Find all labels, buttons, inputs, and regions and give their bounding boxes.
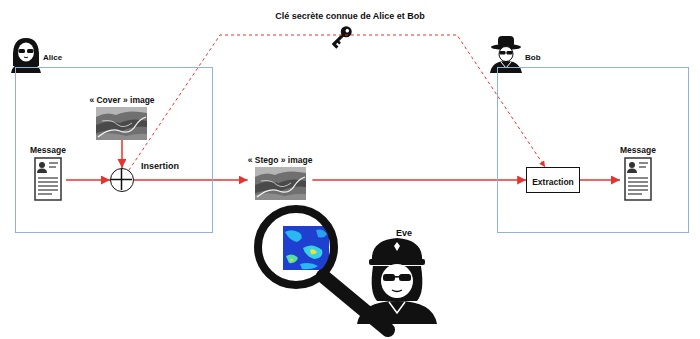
photo-detail — [102, 121, 132, 127]
sunglasses — [27, 49, 34, 53]
secret-key-icon — [329, 24, 354, 49]
process-label: Extraction — [532, 177, 574, 187]
face — [18, 43, 34, 62]
eve-label: Eve — [396, 228, 412, 238]
landscape-photo — [96, 107, 147, 140]
face — [499, 47, 513, 62]
key-caption: Clé secrète connue de Alice et Bob — [275, 11, 425, 21]
photo-detail — [255, 167, 306, 177]
magnifier-handle — [323, 276, 388, 330]
document-line — [38, 181, 58, 182]
document-line — [628, 185, 648, 186]
document-line — [38, 189, 58, 190]
document-line — [38, 177, 58, 178]
heatmap — [283, 226, 329, 270]
message-document: Message — [620, 145, 656, 201]
heatmap-patch — [316, 230, 327, 238]
cap-badge — [394, 242, 400, 251]
secret-key-link — [129, 35, 545, 170]
document-line — [628, 193, 642, 194]
heatmap-patch — [303, 245, 322, 259]
cover-image: « Cover » image — [89, 95, 154, 140]
key-hole — [345, 28, 350, 33]
key-bow — [338, 24, 354, 40]
document-line — [49, 162, 58, 163]
heatmap-patch — [310, 249, 317, 254]
photo-detail — [96, 107, 147, 140]
document-line — [628, 189, 648, 190]
document-line — [639, 166, 646, 167]
photo-detail — [257, 177, 305, 197]
bob-panel: BobExtractionMessage — [497, 67, 689, 233]
plus-cross — [111, 169, 132, 190]
document-line — [49, 166, 56, 167]
document-person — [629, 162, 635, 168]
document-line — [38, 193, 52, 194]
document-line — [628, 181, 648, 182]
document-sheet — [625, 158, 651, 200]
hair — [13, 38, 39, 66]
photo-detail — [96, 107, 147, 117]
photo-detail — [255, 193, 306, 200]
photo-detail — [98, 117, 146, 137]
sunglasses — [399, 274, 411, 281]
document-sheet — [35, 158, 61, 200]
data-flow-arrow — [580, 179, 620, 181]
mouth — [392, 290, 402, 292]
data-flow-arrow — [312, 179, 526, 181]
magnifier — [258, 209, 388, 330]
data-flow-arrow — [121, 140, 123, 168]
sunglasses — [507, 51, 513, 55]
key-tooth — [337, 41, 341, 45]
message-document: Message — [30, 145, 66, 201]
document-caption: Message — [30, 145, 66, 155]
operator-label: Insertion — [141, 161, 179, 172]
document-line — [639, 162, 648, 163]
data-flow-arrow — [134, 179, 248, 181]
sunglasses — [383, 274, 395, 281]
heatmap-patch — [285, 230, 302, 242]
sunglasses — [19, 49, 26, 53]
sunglasses — [500, 51, 506, 55]
extraction-box: Extraction — [526, 167, 580, 193]
collar — [389, 302, 405, 313]
alice-panel: Alice« Cover » imageMessageInsertion — [15, 67, 213, 233]
sunglasses-bridge — [394, 276, 400, 278]
mouth — [24, 57, 28, 59]
document-icon — [624, 157, 652, 201]
document-caption: Message — [620, 145, 656, 155]
image-caption: « Cover » image — [89, 95, 154, 105]
photo-detail — [96, 133, 147, 140]
key-caption-holder: Clé secrète connue de Alice et Bob — [275, 5, 425, 23]
document-line — [628, 177, 648, 178]
eve-label-holder: Eve — [396, 222, 412, 240]
data-flow-arrow — [66, 179, 110, 181]
heatmap-patch — [286, 254, 298, 263]
document-person — [37, 169, 47, 174]
photo-detail — [261, 181, 291, 187]
party-name: Bob — [525, 53, 541, 63]
face — [381, 264, 413, 298]
police-cap — [372, 238, 422, 262]
insertion-operator: Insertion — [110, 168, 134, 192]
landscape-photo — [255, 167, 306, 200]
party-name: Alice — [43, 53, 62, 63]
image-caption: « Stego » image — [248, 155, 313, 165]
document-person — [627, 169, 637, 174]
document-icon — [34, 157, 62, 201]
stego-image: « Stego » image — [248, 155, 313, 200]
document-person — [39, 162, 45, 168]
plus-symbol — [111, 169, 132, 190]
photo-detail — [255, 167, 306, 200]
heatmap-patch — [300, 263, 318, 269]
document-line — [38, 185, 58, 186]
key-tooth — [334, 44, 339, 49]
heatmap-patch — [290, 259, 294, 262]
